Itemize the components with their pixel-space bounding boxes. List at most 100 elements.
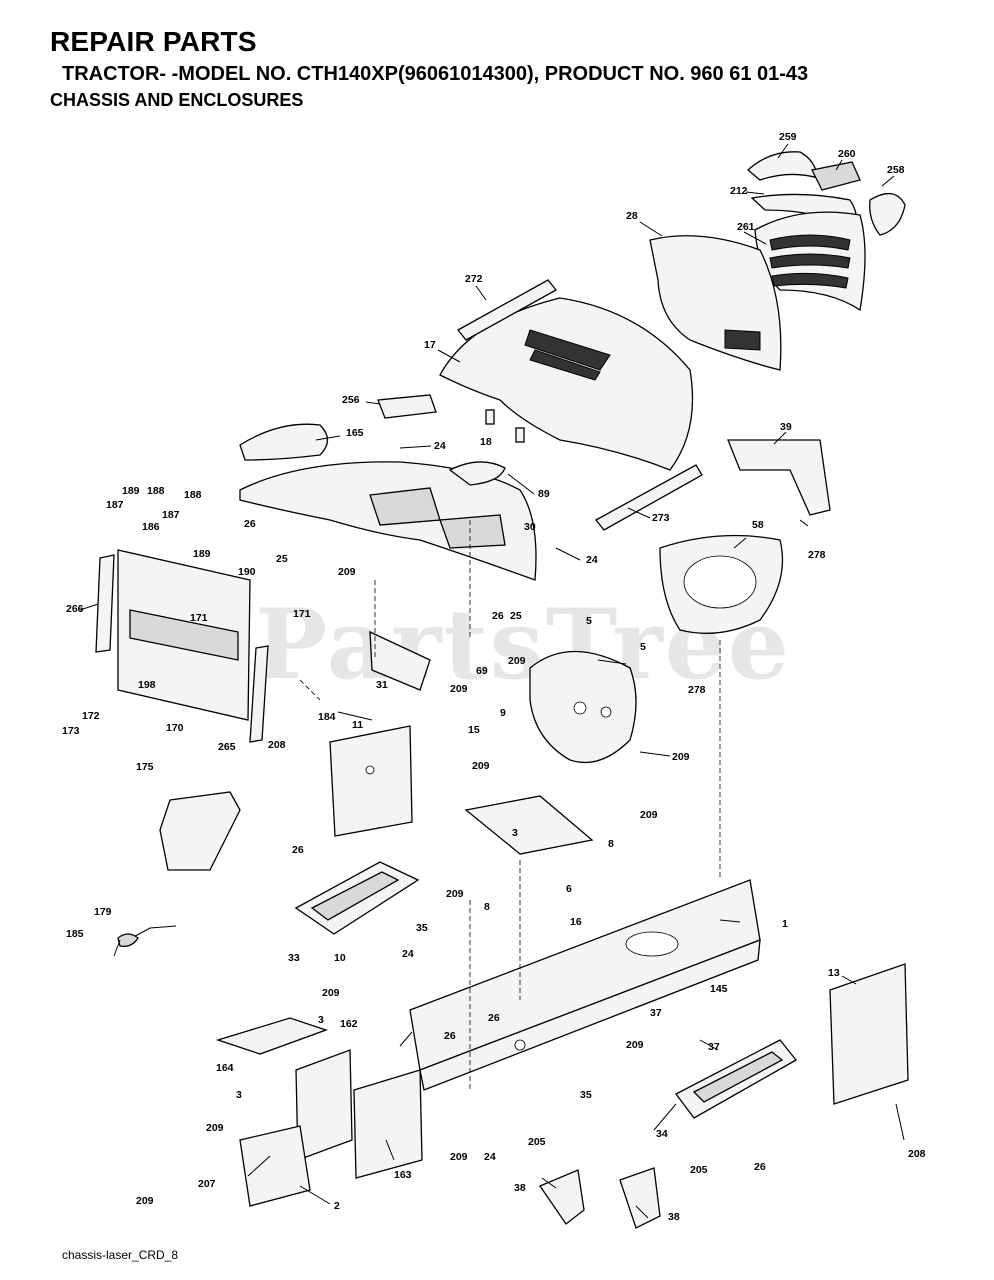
part-callout-38: 38 bbox=[668, 1211, 680, 1223]
part-callout-6: 6 bbox=[566, 883, 572, 895]
page-title: REPAIR PARTS bbox=[50, 26, 257, 57]
part-callout-209: 209 bbox=[446, 888, 464, 900]
part-callout-172: 172 bbox=[82, 710, 100, 722]
part-callout-24: 24 bbox=[402, 948, 414, 960]
part-callout-209: 209 bbox=[508, 655, 526, 667]
part-callout-189: 189 bbox=[122, 485, 140, 497]
fender-30 bbox=[239, 461, 537, 581]
hood-17 bbox=[439, 297, 694, 471]
part-callout-188: 188 bbox=[184, 489, 202, 501]
part-callout-8: 8 bbox=[484, 901, 490, 913]
panel-11 bbox=[329, 725, 413, 837]
part-callout-170: 170 bbox=[166, 722, 184, 734]
part-callout-185: 185 bbox=[66, 928, 84, 940]
part-callout-189: 189 bbox=[193, 548, 211, 560]
part-callout-33: 33 bbox=[288, 952, 300, 964]
part-callout-256: 256 bbox=[342, 394, 360, 406]
panel-266 bbox=[95, 554, 115, 653]
dash-panel-9 bbox=[529, 650, 637, 764]
lever-179 bbox=[117, 925, 177, 947]
part-callout-24: 24 bbox=[484, 1151, 496, 1163]
part-callout-5: 5 bbox=[586, 615, 592, 627]
part-callout-69: 69 bbox=[476, 665, 488, 677]
bracket-38-left bbox=[539, 1169, 585, 1225]
part-callout-16: 16 bbox=[570, 916, 582, 928]
panel-170 bbox=[117, 549, 251, 721]
part-callout-26: 26 bbox=[444, 1030, 456, 1042]
part-callout-34: 34 bbox=[656, 1128, 668, 1140]
part-callout-3: 3 bbox=[318, 1014, 324, 1026]
part-callout-187: 187 bbox=[162, 509, 180, 521]
panel-58 bbox=[659, 534, 784, 634]
part-callout-3: 3 bbox=[236, 1089, 242, 1101]
part-callout-184: 184 bbox=[318, 711, 336, 723]
part-callout-165: 165 bbox=[346, 427, 364, 439]
pad-89 bbox=[448, 461, 506, 486]
part-callout-89: 89 bbox=[538, 488, 550, 500]
trim-272 bbox=[457, 279, 557, 341]
part-callout-5: 5 bbox=[640, 641, 646, 653]
part-callout-25: 25 bbox=[510, 610, 522, 622]
footrest-34 bbox=[675, 1039, 797, 1119]
panel-162 bbox=[295, 1049, 353, 1161]
part-callout-26: 26 bbox=[754, 1161, 766, 1173]
latch-18 bbox=[485, 409, 525, 443]
part-callout-26: 26 bbox=[488, 1012, 500, 1024]
panel-163 bbox=[353, 1069, 423, 1179]
part-callout-261: 261 bbox=[737, 221, 755, 233]
part-callout-205: 205 bbox=[528, 1136, 546, 1148]
part-callout-164: 164 bbox=[216, 1062, 234, 1074]
part-callout-208: 208 bbox=[268, 739, 286, 751]
bracket-38-right bbox=[619, 1167, 661, 1229]
part-callout-13: 13 bbox=[828, 967, 840, 979]
part-callout-30: 30 bbox=[524, 521, 536, 533]
part-callout-186: 186 bbox=[142, 521, 160, 533]
part-callout-9: 9 bbox=[500, 707, 506, 719]
part-callout-209: 209 bbox=[322, 987, 340, 999]
part-callout-209: 209 bbox=[450, 683, 468, 695]
part-callout-18: 18 bbox=[480, 436, 492, 448]
part-callout-278: 278 bbox=[808, 549, 826, 561]
part-callout-208: 208 bbox=[908, 1148, 926, 1160]
hood-front-28 bbox=[649, 235, 782, 371]
part-callout-259: 259 bbox=[779, 131, 797, 143]
panel-13 bbox=[829, 963, 909, 1105]
part-callout-162: 162 bbox=[340, 1018, 358, 1030]
part-callout-209: 209 bbox=[450, 1151, 468, 1163]
part-callout-278: 278 bbox=[688, 684, 706, 696]
part-callout-28: 28 bbox=[626, 210, 638, 222]
footrest-33 bbox=[294, 861, 420, 935]
part-callout-266: 266 bbox=[66, 603, 84, 615]
strip-265 bbox=[249, 645, 269, 743]
part-callout-209: 209 bbox=[338, 566, 356, 578]
part-callout-26: 26 bbox=[244, 518, 256, 530]
bracket-31 bbox=[369, 630, 431, 691]
part-callout-258: 258 bbox=[887, 164, 905, 176]
part-callout-205: 205 bbox=[690, 1164, 708, 1176]
part-callout-10: 10 bbox=[334, 952, 346, 964]
part-callout-3: 3 bbox=[512, 827, 518, 839]
part-callout-209: 209 bbox=[640, 809, 658, 821]
headlight-lens-259 bbox=[747, 151, 819, 181]
part-callout-24: 24 bbox=[586, 554, 598, 566]
part-callout-15: 15 bbox=[468, 724, 480, 736]
part-callout-260: 260 bbox=[838, 148, 856, 160]
part-callout-39: 39 bbox=[780, 421, 792, 433]
part-callout-209: 209 bbox=[136, 1195, 154, 1207]
part-callout-2: 2 bbox=[334, 1200, 340, 1212]
part-callout-25: 25 bbox=[276, 553, 288, 565]
part-callout-11: 11 bbox=[352, 719, 363, 731]
part-callout-1: 1 bbox=[782, 918, 788, 930]
part-callout-171: 171 bbox=[293, 608, 311, 620]
part-callout-209: 209 bbox=[626, 1039, 644, 1051]
part-callout-145: 145 bbox=[710, 983, 728, 995]
section-title: CHASSIS AND ENCLOSURES bbox=[50, 90, 304, 110]
part-callout-272: 272 bbox=[465, 273, 483, 285]
bracket-2 bbox=[239, 1125, 311, 1207]
part-callout-175: 175 bbox=[136, 761, 154, 773]
part-callout-209: 209 bbox=[472, 760, 490, 772]
bracket-164 bbox=[215, 1017, 328, 1055]
part-callout-190: 190 bbox=[238, 566, 256, 578]
model-subtitle: TRACTOR- -MODEL NO. CTH140XP(96061014300… bbox=[62, 63, 809, 85]
part-callout-37: 37 bbox=[650, 1007, 662, 1019]
